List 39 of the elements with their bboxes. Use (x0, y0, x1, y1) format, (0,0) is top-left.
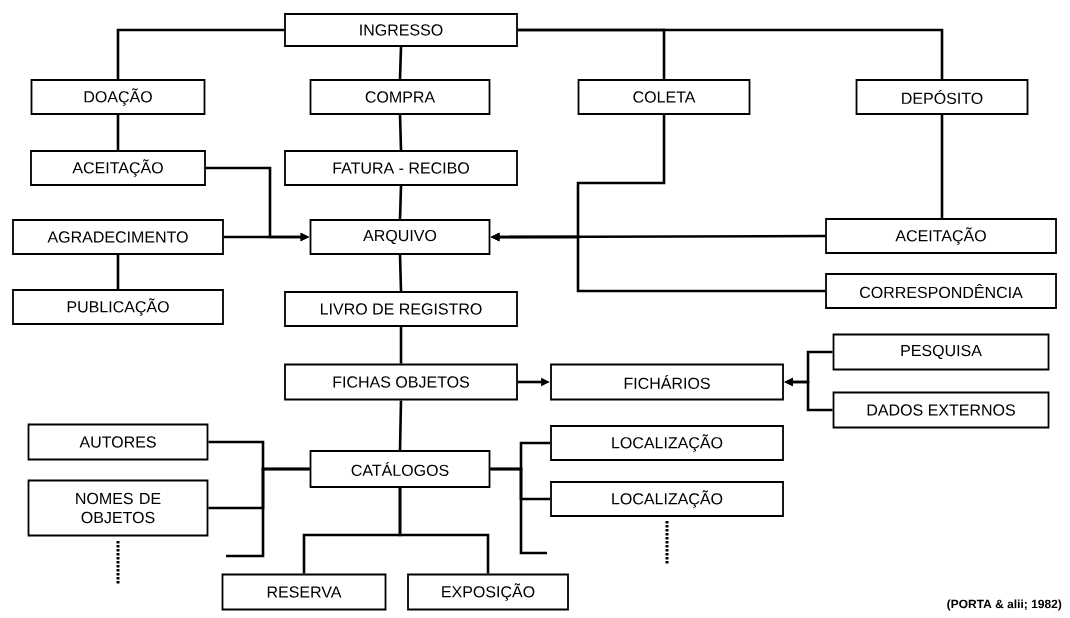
connector (517, 28, 944, 80)
process-box: ACEITAÇÃO (30, 150, 206, 186)
process-box: COLETA (577, 79, 751, 115)
process-box: DEPÓSITO (855, 79, 1029, 115)
process-box: FATURA - RECIBO (284, 150, 518, 186)
process-box: COMPRA (309, 79, 491, 115)
process-box: AUTORES (27, 423, 209, 461)
connector (226, 467, 310, 558)
process-box: FICHÁRIOS (550, 363, 784, 401)
process-box: LIVRO DE REGISTRO (284, 291, 518, 327)
connector (398, 487, 490, 574)
process-box: LOCALIZAÇÃO (550, 481, 784, 517)
process-box: FICHAS OBJETOS (284, 363, 518, 401)
process-box: CORRESPONDÊNCIA (825, 273, 1057, 309)
connector (490, 467, 547, 555)
connector (398, 114, 403, 151)
process-box: ACEITAÇÃO (825, 218, 1057, 254)
connector (398, 400, 403, 451)
process-box: AGRADECIMENTO (12, 219, 224, 255)
process-box: DADOS EXTERNOS (832, 391, 1050, 429)
connector (398, 254, 403, 292)
connector (116, 254, 120, 290)
process-box: EXPOSIÇÃO (407, 573, 569, 611)
process-box: ARQUIVO (309, 219, 491, 255)
process-box: RESERVA (221, 573, 387, 611)
connector (940, 114, 944, 219)
process-box: INGRESSO (284, 13, 518, 47)
connector (398, 46, 403, 80)
process-box: LOCALIZAÇÃO (550, 425, 784, 461)
connector (116, 114, 120, 151)
connector (399, 326, 403, 364)
process-box: PESQUISA (832, 333, 1050, 371)
process-box: DOAÇÃO (30, 79, 206, 115)
process-box: PUBLICAÇÃO (12, 289, 224, 325)
source-note: (PORTA & alii; 1982) (947, 599, 1062, 611)
process-box: NOMES DE OBJETOS (27, 479, 209, 537)
connector (116, 28, 285, 80)
process-box: CATÁLOGOS (309, 450, 491, 488)
connector (398, 185, 403, 220)
